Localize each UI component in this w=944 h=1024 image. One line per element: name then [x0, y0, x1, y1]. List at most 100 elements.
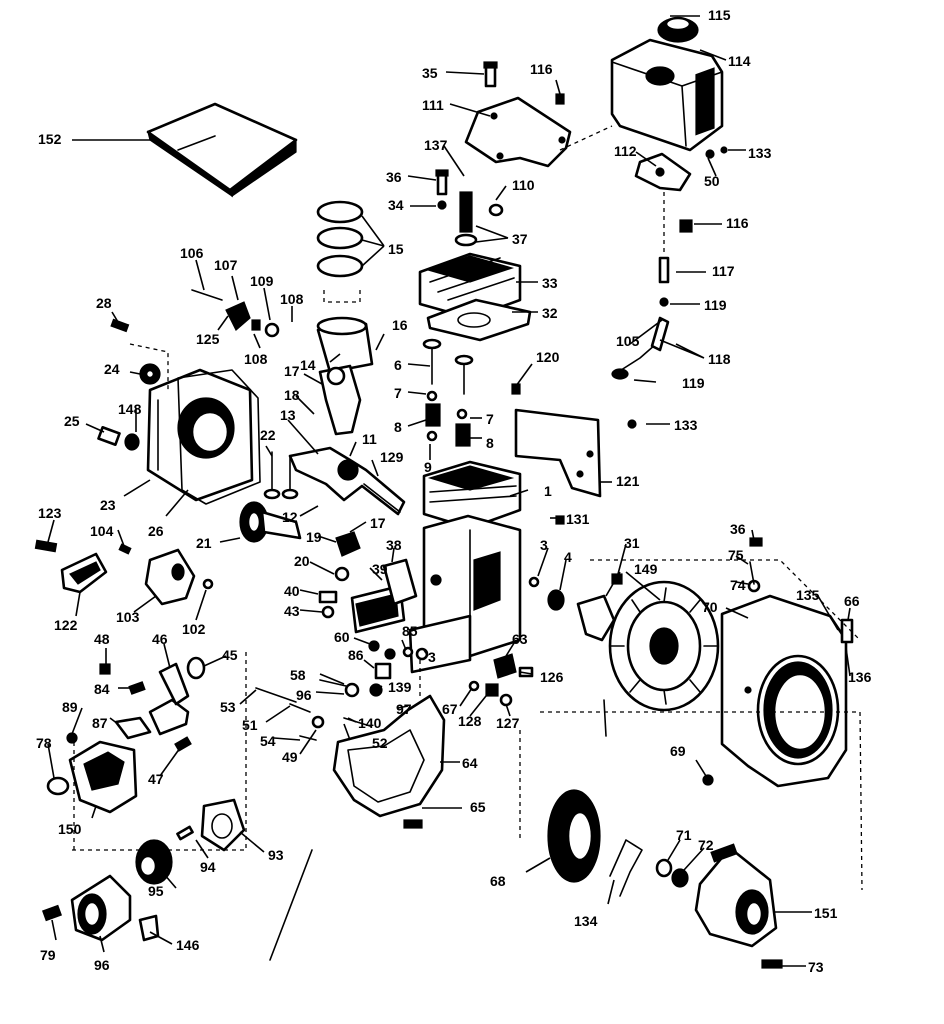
callout-71: 71 [676, 827, 692, 843]
callout-17: 17 [370, 515, 386, 531]
part-39-air-cleaner [350, 558, 418, 634]
callout-25: 25 [64, 413, 80, 429]
callout-109: 109 [250, 273, 274, 289]
callout-13: 13 [280, 407, 296, 423]
part-15-piston-rings [316, 200, 364, 303]
callout-140: 140 [358, 715, 382, 731]
callout-79: 79 [40, 947, 56, 963]
part-152-manual [146, 102, 298, 198]
callout-95: 95 [148, 883, 164, 899]
part-135-blower-housing [720, 594, 854, 788]
callout-133: 133 [748, 145, 772, 161]
callout-35: 35 [422, 65, 438, 81]
part-37-studs [454, 191, 478, 247]
part-46-bracket [114, 656, 206, 740]
part-114-fuel-tank [610, 38, 724, 152]
callout-69: 69 [670, 743, 686, 759]
callout-22: 22 [260, 427, 276, 443]
callout-112: 112 [614, 143, 637, 159]
callout-126: 126 [540, 669, 564, 685]
callout-1: 1 [544, 483, 552, 499]
callout-94: 94 [200, 859, 216, 875]
part-6-valves [422, 338, 474, 395]
callout-128: 128 [458, 713, 482, 729]
callout-127: 127 [496, 715, 520, 731]
part-21-camshaft [239, 501, 302, 543]
assembly-lines [70, 125, 863, 891]
callout-105: 105 [616, 333, 640, 349]
callout-7: 7 [394, 385, 402, 401]
callout-60: 60 [334, 629, 350, 645]
callout-104: 104 [90, 523, 114, 539]
part-107-governor [191, 289, 280, 338]
callout-116: 116 [726, 215, 749, 231]
part-60-carburetor [368, 640, 414, 697]
callout-108: 108 [280, 291, 304, 307]
callout-24: 24 [104, 361, 120, 377]
callout-16: 16 [392, 317, 408, 333]
callout-103: 103 [116, 609, 140, 625]
callout-89: 89 [62, 699, 78, 715]
part-68-pulley [547, 789, 601, 883]
callout-36: 36 [730, 521, 746, 537]
callout-125: 125 [196, 331, 220, 347]
callout-64: 64 [462, 755, 478, 771]
part-24-oil-seal [139, 363, 161, 385]
callout-51: 51 [242, 717, 258, 733]
callout-40: 40 [284, 583, 300, 599]
callout-135: 135 [796, 587, 820, 603]
part-134-spring [609, 839, 689, 897]
part-22-tappets [263, 451, 299, 500]
part-8-valve-springs [425, 390, 471, 447]
callout-131: 131 [566, 511, 590, 527]
callout-8: 8 [394, 419, 402, 435]
part-19-breather [318, 531, 361, 619]
part-151-starter [694, 843, 778, 948]
part-150-gear-case [46, 740, 138, 814]
callout-46: 46 [152, 631, 168, 647]
callout-7: 7 [486, 411, 494, 427]
callout-134: 134 [574, 913, 598, 929]
callout-78: 78 [36, 735, 52, 751]
part-25-plug [97, 425, 140, 451]
callout-21: 21 [196, 535, 212, 551]
part-32-head-gasket [426, 298, 532, 342]
callout-108: 108 [244, 351, 268, 367]
callout-146: 146 [176, 937, 200, 953]
callout-65: 65 [470, 799, 486, 815]
part-1-engine-block [408, 460, 522, 674]
part-96-sleeve [70, 874, 160, 942]
callout-97: 97 [396, 701, 412, 717]
callout-96: 96 [94, 957, 110, 973]
callout-74: 74 [730, 577, 746, 593]
callout-115: 115 [708, 7, 731, 23]
callout-110: 110 [512, 177, 535, 193]
callout-121: 121 [616, 473, 640, 489]
callout-9: 9 [424, 459, 432, 475]
callout-11: 11 [362, 431, 377, 447]
callout-36: 36 [386, 169, 402, 185]
callout-118: 118 [708, 351, 731, 367]
part-26-gasket [177, 369, 261, 505]
callout-102: 102 [182, 621, 206, 637]
fasteners [34, 61, 783, 969]
part-118-fuel-line [611, 316, 670, 380]
callout-114: 114 [728, 53, 751, 69]
part-111-tank-bracket [464, 96, 572, 168]
callout-75: 75 [728, 547, 744, 563]
callout-107: 107 [214, 257, 238, 273]
callout-148: 148 [118, 401, 142, 417]
callout-37: 37 [512, 231, 528, 247]
callout-63: 63 [512, 631, 528, 647]
callout-26: 26 [148, 523, 164, 539]
callout-38: 38 [386, 537, 402, 553]
callout-52: 52 [372, 735, 388, 751]
callout-19: 19 [306, 529, 322, 545]
callout-49: 49 [282, 749, 298, 765]
part-93-plate [200, 798, 246, 852]
callout-151: 151 [814, 905, 838, 921]
part-14-piston [316, 316, 374, 374]
part-58-linkage [255, 679, 371, 741]
callout-18: 18 [284, 387, 300, 403]
callout-117: 117 [712, 263, 735, 279]
